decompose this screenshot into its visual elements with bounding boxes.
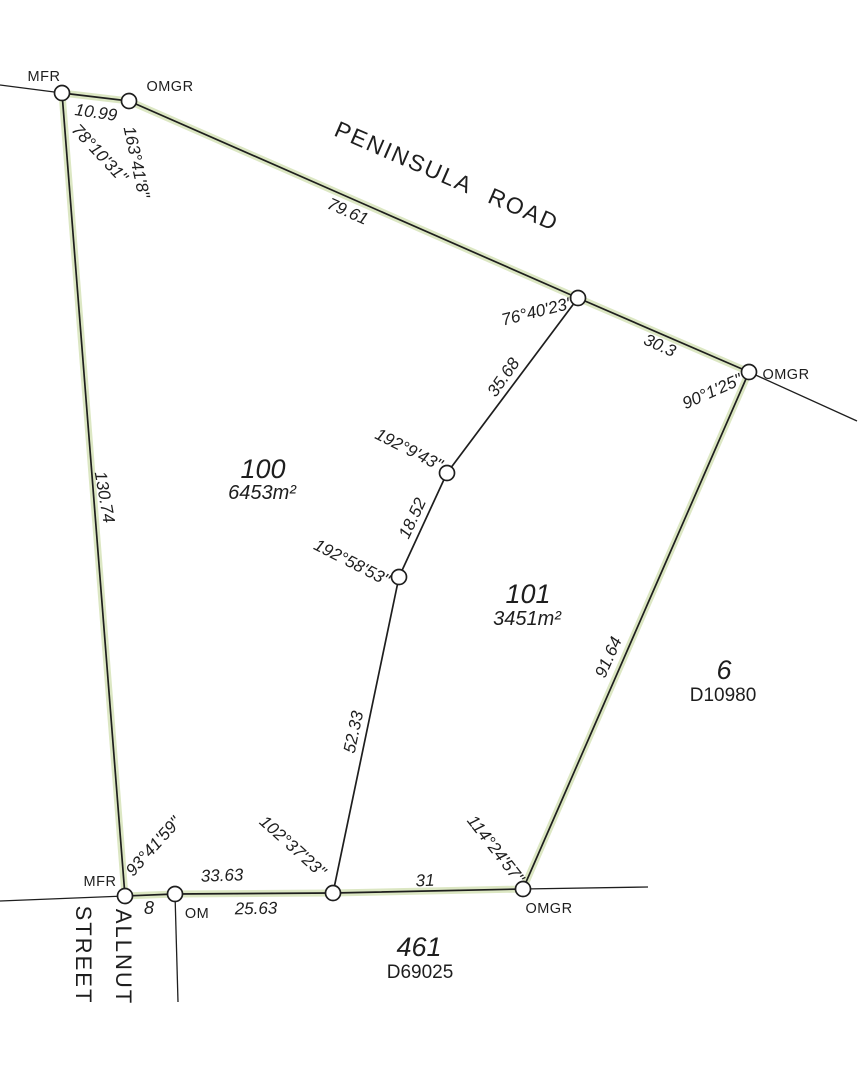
boundary-interior-lot100-lot101 — [332, 297, 579, 894]
boundary-road-frontage — [61, 92, 750, 373]
boundary-east — [522, 371, 750, 890]
distance-interior-upper: 35.68 — [483, 354, 523, 400]
bearing-sw: 93°41'59" — [122, 812, 185, 880]
boundary-west — [61, 92, 126, 897]
highlight-road-frontage — [58, 89, 753, 376]
survey-mark-om — [166, 885, 184, 903]
lot461-plan: D69025 — [387, 962, 454, 983]
survey-mark-group — [53, 84, 758, 905]
distance-south-om: 25.63 — [234, 899, 278, 919]
bearing-south-mid: 102°37'23" — [256, 812, 331, 882]
bearing-nw-inner: 163°41'8" — [120, 125, 154, 201]
survey-mark-interior-mid — [390, 568, 408, 586]
street-line-extension-east — [522, 886, 649, 890]
distance-south-west: 33.63 — [200, 865, 244, 885]
road-line-extension-east — [748, 371, 858, 422]
street-line-extension-west — [0, 895, 126, 902]
lot101-number: 101 — [505, 579, 550, 609]
boundary-south — [124, 888, 524, 897]
bearing-road-mid: 76°40'23" — [499, 293, 575, 329]
street-name-allnut-word1: ALLNUT — [111, 909, 136, 1005]
lot6-number: 6 — [716, 655, 732, 685]
lot6-plan: D10980 — [690, 685, 757, 706]
mark-label-omgr-right: OMGR — [762, 367, 809, 383]
survey-mark-south-mid — [324, 884, 342, 902]
survey-mark-interior-upper — [438, 464, 456, 482]
survey-mark-nw — [53, 84, 71, 102]
bearing-se: 114°24'57" — [463, 812, 528, 888]
distance-road-se: 30.3 — [641, 330, 679, 361]
mark-label-mfr-top: MFR — [28, 69, 61, 85]
survey-mark-road-mid — [569, 289, 587, 307]
lot100-area: 6453m² — [228, 482, 297, 504]
mark-label-omgr-bottom: OMGR — [525, 901, 572, 917]
mark-label-mfr-bottom: MFR — [84, 874, 117, 890]
mark-label-om-bottom: OM — [185, 906, 209, 922]
distance-south-east: 31 — [415, 871, 435, 891]
boundary-line-group — [61, 92, 750, 897]
survey-mark-se — [514, 880, 532, 898]
street-name-allnut-word2: STREET — [71, 906, 96, 1005]
lot8-side-boundary — [174, 893, 179, 1003]
survey-mark-ne — [740, 363, 758, 381]
survey-mark-top — [120, 92, 138, 110]
highlight-band-group — [58, 89, 753, 900]
lot101-area: 3451m² — [493, 608, 562, 630]
road-line-extension-west — [0, 84, 63, 94]
mark-label-omgr-top: OMGR — [146, 79, 193, 95]
bearing-interior-upper: 192°9'43" — [372, 424, 446, 474]
lot8-number: 8 — [144, 898, 154, 918]
lot100-number: 100 — [240, 454, 285, 484]
survey-mark-sw — [116, 887, 134, 905]
distance-interior-mid: 18.52 — [395, 494, 430, 541]
extension-line-group — [0, 84, 858, 1003]
lot461-number: 461 — [396, 932, 441, 962]
bearing-interior-mid: 192°58'53" — [311, 535, 394, 590]
